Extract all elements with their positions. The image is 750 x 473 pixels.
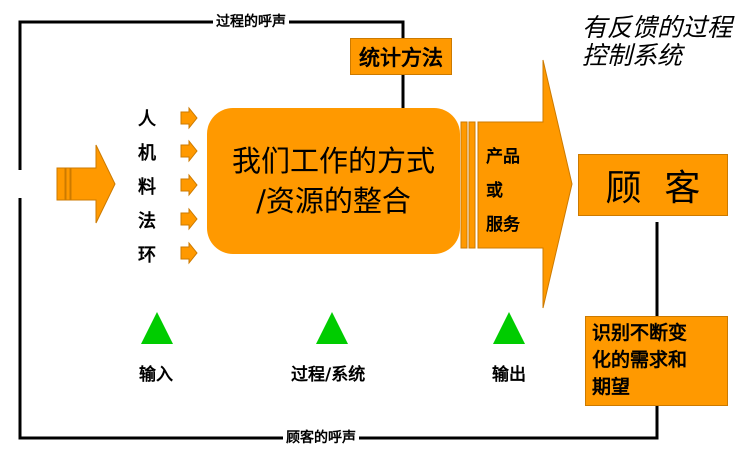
customer-voice-label: 顾客的呼声 xyxy=(283,429,359,447)
large-orange-arrow-icon xyxy=(460,59,573,309)
needs-expectations-box: 识别不断变 化的需求和 期望 xyxy=(585,316,728,406)
green-triangle-icon xyxy=(316,312,348,344)
input-item-machine: 机 xyxy=(138,143,156,164)
diagram-title: 有反馈的过程 控制系统 xyxy=(582,13,733,70)
input-item-environment: 环 xyxy=(138,245,156,266)
inputs-list: 人 机 料 法 环 xyxy=(138,105,162,275)
process-voice-label: 过程的呼声 xyxy=(213,13,289,31)
input-item-material: 料 xyxy=(138,177,156,198)
customer-box: 顾 客 xyxy=(578,154,728,216)
process-system-label: 过程/系统 xyxy=(291,365,366,385)
left-entry-arrow-icon xyxy=(56,144,116,224)
output-text: 产品 或 服务 xyxy=(486,147,520,235)
input-item-method: 法 xyxy=(138,211,156,232)
orange-right-arrow-icon-group xyxy=(180,106,198,265)
process-box: 我们工作的方式 /资源的整合 xyxy=(207,108,460,254)
output-label: 输出 xyxy=(492,365,526,385)
input-item-person: 人 xyxy=(138,109,156,130)
input-label: 输入 xyxy=(139,365,173,385)
green-triangle-icon xyxy=(141,312,173,344)
green-triangle-icon xyxy=(493,312,525,344)
statistical-methods-box: 统计方法 xyxy=(350,38,452,75)
